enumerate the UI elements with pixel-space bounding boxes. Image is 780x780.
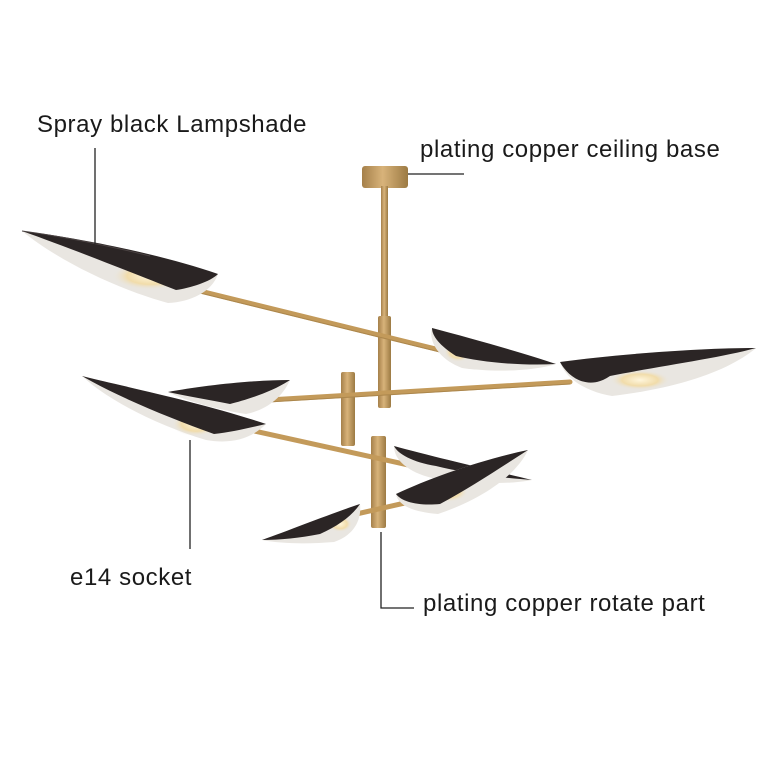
callout-rotate-part: plating copper rotate part bbox=[423, 590, 706, 617]
rotate-collar-bottom bbox=[371, 436, 386, 528]
lampshade-top-left bbox=[21, 230, 218, 303]
lampshade-left-lower bbox=[82, 376, 266, 442]
lampshade-left-upper bbox=[168, 380, 290, 414]
ceiling-base bbox=[362, 166, 408, 326]
lampshade-center-front bbox=[396, 450, 528, 514]
callout-ceiling-base: plating copper ceiling base bbox=[420, 136, 721, 163]
rotate-collar-middle bbox=[341, 372, 355, 446]
leader-lines bbox=[94, 148, 464, 609]
lampshade-mid-right-small bbox=[431, 328, 556, 371]
lampshade-bottom bbox=[262, 504, 361, 544]
callout-lampshade: Spray black Lampshade bbox=[37, 111, 308, 138]
callout-socket: e14 socket bbox=[70, 564, 193, 591]
lampshade-far-right bbox=[560, 348, 756, 396]
